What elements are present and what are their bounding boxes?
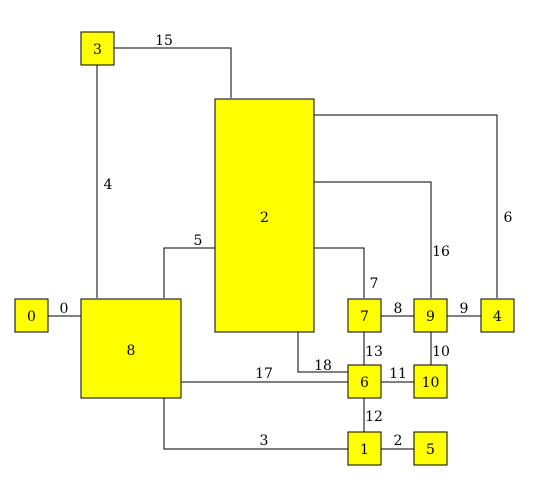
node-9: 9 (413, 298, 448, 333)
edge-label-18: 18 (314, 358, 332, 374)
node-6: 6 (347, 364, 382, 399)
node-2: 2 (214, 98, 315, 333)
node-7: 7 (347, 298, 382, 333)
node-6-label: 6 (360, 375, 369, 391)
edge-label-12: 12 (365, 409, 383, 425)
node-0: 0 (14, 298, 49, 333)
node-4-label: 4 (493, 309, 502, 325)
edge-label-5: 5 (194, 233, 203, 249)
edge-layer (48, 47, 498, 450)
node-5-label: 5 (426, 442, 435, 458)
edge-16 (314, 181, 432, 298)
edge-15 (114, 47, 232, 98)
edge-label-15: 15 (155, 33, 173, 49)
node-0-box (14, 298, 49, 333)
node-9-box (413, 298, 448, 333)
node-10: 10 (413, 364, 448, 399)
node-1-box (347, 431, 382, 466)
node-1: 1 (347, 431, 382, 466)
node-5: 5 (413, 431, 448, 466)
edge-label-0: 0 (60, 301, 69, 317)
node-7-box (347, 298, 382, 333)
edge-label-9: 9 (460, 301, 469, 317)
node-8-label: 8 (127, 343, 136, 359)
edge-label-4: 4 (104, 177, 113, 193)
edge-label-3: 3 (260, 433, 269, 449)
node-6-box (347, 364, 382, 399)
edge-label-11: 11 (389, 366, 407, 382)
node-3: 3 (80, 31, 115, 66)
edge-label-13: 13 (365, 344, 383, 360)
node-0-label: 0 (27, 309, 36, 325)
edge-label-10: 10 (432, 344, 450, 360)
node-7-label: 7 (360, 309, 369, 325)
edge-label-17: 17 (255, 366, 273, 382)
edge-6 (314, 114, 498, 298)
edge-label-7: 7 (370, 276, 379, 292)
node-2-box (214, 98, 315, 333)
edge-18 (297, 332, 348, 373)
node-4: 4 (480, 298, 515, 333)
node-10-label: 10 (422, 375, 440, 391)
edge-3 (163, 398, 348, 450)
edge-label-2: 2 (394, 433, 403, 449)
node-1-label: 1 (360, 442, 369, 458)
node-8-box (80, 298, 182, 399)
edge-5 (163, 247, 215, 298)
node-layer: 0 1 2 3 4 5 6 7 (14, 31, 515, 466)
node-5-box (413, 431, 448, 466)
edge-label-16: 16 (432, 244, 450, 260)
node-4-box (480, 298, 515, 333)
node-9-label: 9 (426, 309, 435, 325)
node-10-box (413, 364, 448, 399)
edge-label-layer: 0 2 3 4 5 6 7 8 9 10 11 12 13 15 16 17 1… (60, 33, 513, 449)
node-2-label: 2 (260, 210, 269, 226)
node-3-box (80, 31, 115, 66)
edge-label-6: 6 (504, 210, 513, 226)
edge-label-8: 8 (394, 301, 403, 317)
node-3-label: 3 (93, 42, 102, 58)
node-8: 8 (80, 298, 182, 399)
edge-7 (314, 247, 365, 298)
